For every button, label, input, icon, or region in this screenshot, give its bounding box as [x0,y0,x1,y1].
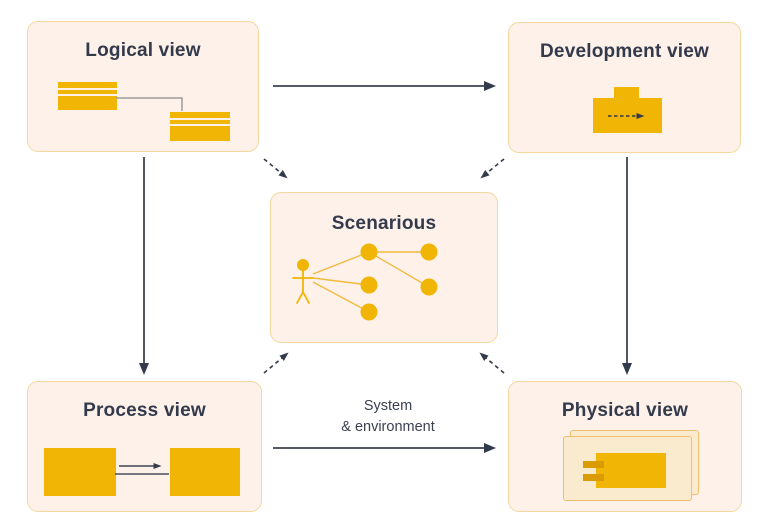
uml-class-diagram-icon [28,22,258,151]
process-box [170,448,240,496]
node-title-process: Process view [83,400,206,421]
component-chip [596,453,666,488]
node-scenarios: Scenarious [270,192,498,343]
node-logical-view: Logical view [27,21,259,152]
dashed-arrow-physical-to-scenarios [479,352,505,374]
node-title-scenarios: Scenarious [331,213,437,234]
node-development-view: Development view [508,22,741,153]
class-box [170,112,230,141]
node-title-physical: Physical view [561,400,689,421]
component-port [583,461,604,468]
package-icon [509,23,740,152]
edge-label-line1: System [363,398,413,414]
node-process-view: Process view [27,381,262,512]
node-title-logical: Logical view [85,40,201,61]
dashed-arrow-process-to-scenarios [263,352,289,374]
node-physical-view: Physical view [508,381,742,512]
package-tab [614,87,639,99]
process-box [44,448,116,496]
component-3d-icon [509,382,741,511]
class-box [58,82,117,110]
dashed-arrow-development-to-scenarios [480,158,505,179]
process-flow-icon [28,382,261,511]
edge-label-line2: & environment [341,419,435,435]
edge-label-system-environment: System & environment [303,396,473,438]
node-title-development: Development view [540,41,709,62]
package-body [593,98,662,133]
component-port [583,474,604,481]
dashed-arrow-logical-to-scenarios [263,158,288,179]
